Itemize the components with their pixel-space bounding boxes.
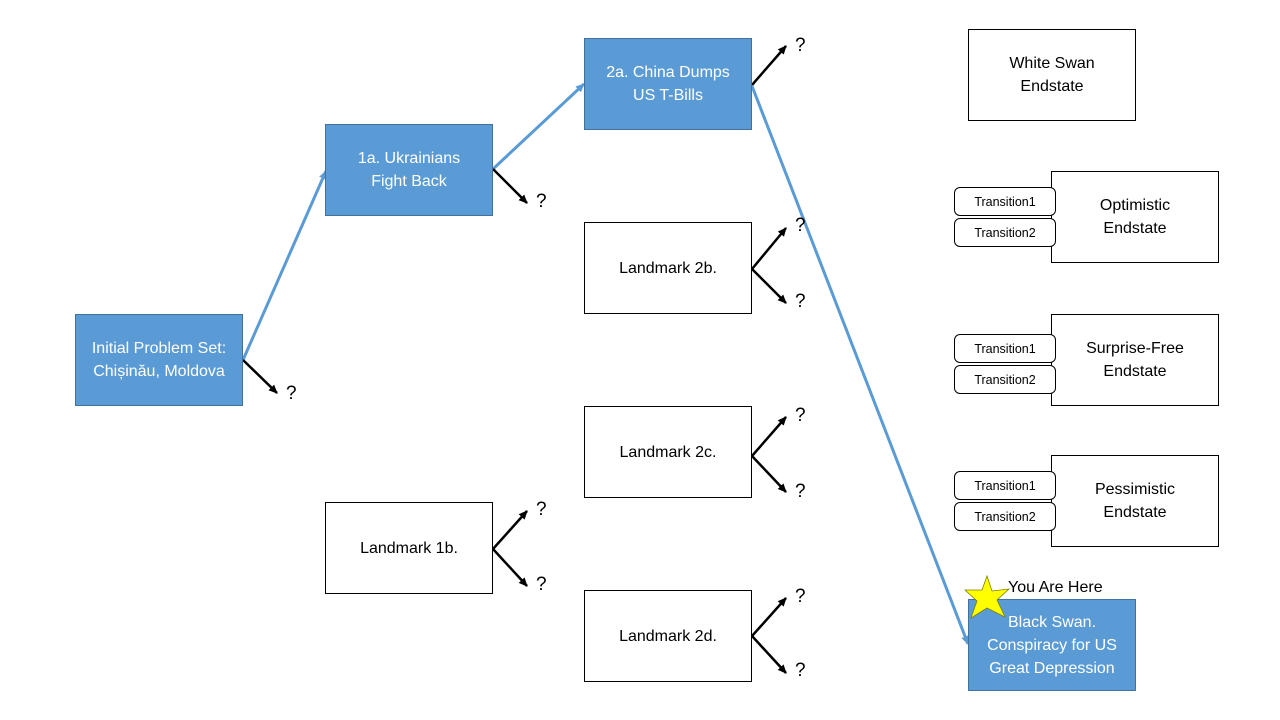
node-landmark-2b: Landmark 2b.: [584, 222, 752, 314]
node-black-swan-endstate: Black Swan. Conspiracy for US Great Depr…: [968, 599, 1136, 691]
branch-arrow-1b-down: [492, 548, 528, 587]
unknown-marker: ?: [795, 660, 806, 681]
transition-box-pessimistic-2: Transition2: [954, 502, 1056, 531]
branch-arrow-2a: [751, 45, 787, 86]
branch-arrow-2b-down: [751, 268, 787, 304]
node-initial-problem-set: Initial Problem Set: Chișinău, Moldova: [75, 314, 243, 406]
branch-arrow-1b-up: [492, 510, 528, 550]
branch-arrow-initial: [242, 359, 278, 394]
branch-arrow-2d-up: [751, 597, 787, 637]
node-landmark-1a: 1a. Ukrainians Fight Back: [325, 124, 493, 216]
unknown-marker: ?: [536, 499, 547, 520]
unknown-marker: ?: [286, 383, 297, 404]
unknown-marker: ?: [795, 35, 806, 56]
unknown-marker: ?: [795, 291, 806, 312]
node-pessimistic-endstate: Pessimistic Endstate: [1051, 455, 1219, 547]
node-optimistic-endstate: Optimistic Endstate: [1051, 171, 1219, 263]
transition-box-surprise-free-2: Transition2: [954, 365, 1056, 394]
node-landmark-2d: Landmark 2d.: [584, 590, 752, 682]
unknown-marker: ?: [536, 191, 547, 212]
unknown-marker: ?: [795, 215, 806, 236]
star-icon: [963, 574, 1011, 619]
branch-arrow-2b-up: [751, 227, 787, 270]
unknown-marker: ?: [795, 586, 806, 607]
transition-box-surprise-free-1: Transition1: [954, 334, 1056, 363]
path-arrow-1a-to-2a: [491, 82, 586, 171]
branch-arrow-2d-down: [751, 635, 787, 674]
transition-box-pessimistic-1: Transition1: [954, 471, 1056, 500]
node-landmark-1b: Landmark 1b.: [325, 502, 493, 594]
unknown-marker: ?: [536, 574, 547, 595]
node-landmark-2c: Landmark 2c.: [584, 406, 752, 498]
path-arrow-initial-to-1a: [241, 170, 328, 361]
you-are-here-label: You Are Here: [1008, 579, 1103, 596]
node-white-swan-endstate: White Swan Endstate: [968, 29, 1136, 121]
branch-arrow-2c-down: [751, 455, 787, 493]
transition-box-optimistic-1: Transition1: [954, 187, 1056, 216]
branch-arrow-2c-up: [751, 416, 787, 457]
unknown-marker: ?: [795, 405, 806, 426]
branch-arrow-1a: [492, 168, 528, 204]
node-surprise-free-endstate: Surprise-Free Endstate: [1051, 314, 1219, 406]
transition-box-optimistic-2: Transition2: [954, 218, 1056, 247]
path-arrow-2a-to-black-swan: [750, 85, 970, 645]
node-landmark-2a: 2a. China Dumps US T-Bills: [584, 38, 752, 130]
unknown-marker: ?: [795, 481, 806, 502]
